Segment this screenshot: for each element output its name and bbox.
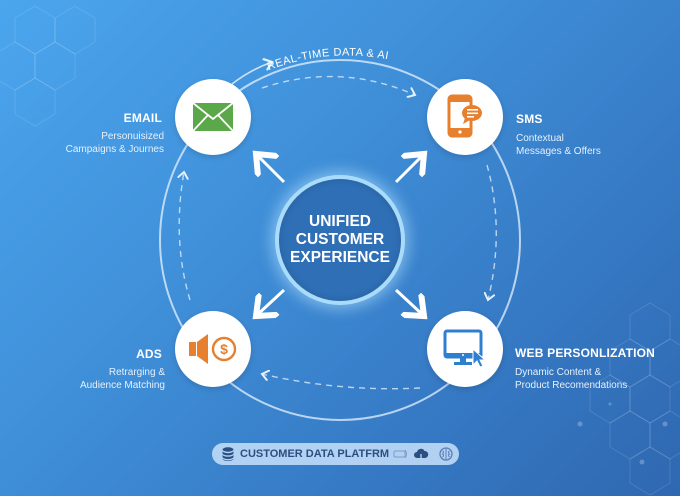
ads-node: $ (175, 311, 251, 387)
sms-subtitle-2: Messages & Offers (516, 146, 601, 157)
hex-pattern-top-left (0, 5, 96, 127)
center-title-line-1: UNIFIED (309, 213, 371, 230)
flow-arc-left (179, 172, 191, 301)
cdp-label: CUSTOMER DATA PLATFRM (240, 448, 390, 460)
ads-title: ADS (136, 347, 162, 361)
arrow-to-web (394, 288, 424, 316)
web-subtitle-1: Dynamic Content & (515, 367, 602, 378)
arrow-to-email (256, 154, 286, 184)
monitor-cursor-icon (443, 329, 487, 368)
sms-subtitle-1: Contextual (516, 133, 564, 144)
customer-data-platform-bar: CUSTOMER DATA PLATFRM (212, 443, 459, 465)
megaphone-dollar-icon: $ (189, 334, 237, 364)
arrow-to-ads (256, 288, 286, 316)
web-subtitle-2: Product Recomendations (515, 380, 628, 391)
web-personalization-node (427, 311, 503, 387)
hex-pattern-bottom-right (589, 302, 680, 496)
api-icon (393, 449, 408, 459)
web-title: WEB PERSONLIZATION (515, 346, 656, 360)
database-icon (222, 447, 234, 461)
outer-ring (159, 59, 521, 421)
email-subtitle-1: Personuisized (101, 131, 164, 142)
cloud-upload-icon (414, 448, 429, 459)
flow-arc-top (261, 75, 415, 95)
svg-text:$: $ (220, 341, 228, 357)
flow-arc-right (487, 164, 497, 300)
center-title-line-3: EXPERIENCE (290, 249, 390, 266)
ads-subtitle-1: Retrarging & (108, 367, 165, 378)
email-node (175, 79, 251, 155)
center-title-line-2: CUSTOMER (295, 231, 385, 248)
email-title: EMAIL (123, 111, 162, 125)
data-flow-arrow (231, 62, 272, 85)
arrow-to-sms (394, 154, 424, 184)
sms-node (427, 79, 503, 155)
flow-arc-bottom (262, 374, 421, 390)
hex-nodes (577, 402, 668, 465)
sms-title: SMS (516, 112, 543, 126)
ads-subtitle-2: Audience Matching (79, 380, 165, 391)
email-subtitle-2: Campaigns & Journes (65, 144, 164, 155)
unified-customer-experience-hub: UNIFIED CUSTOMER EXPERIENCE (275, 175, 405, 305)
mobile-chat-icon (447, 94, 482, 138)
brain-icon (439, 447, 453, 461)
envelope-icon (192, 102, 234, 132)
